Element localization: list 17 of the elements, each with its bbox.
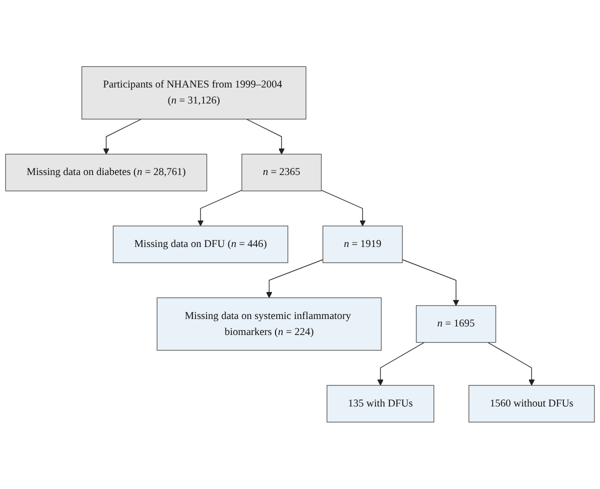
arrow: [103, 118, 142, 155]
node-box: Missing data on diabetes (n = 28,761): [5, 154, 208, 192]
arrow: [320, 190, 366, 226]
node-box: Missing data on DFU (n = 446): [112, 226, 288, 264]
node-box: 1560 without DFUs: [468, 385, 595, 423]
arrow: [402, 259, 460, 306]
arrow: [487, 342, 535, 386]
node-box: 135 with DFUs: [326, 385, 434, 423]
node-box: n = 2365: [241, 154, 322, 192]
node-box: Participants of NHANES from 1999–2004 (n = 31,126): [81, 66, 306, 120]
arrow: [246, 118, 285, 155]
node-box: n = 1695: [416, 305, 496, 343]
arrow: [266, 259, 324, 298]
arrow: [197, 190, 242, 226]
node-box: n = 1919: [322, 226, 403, 264]
node-box: Missing data on systemic inflammatory biomarkers (n = 224): [156, 298, 382, 351]
arrow: [377, 342, 425, 386]
